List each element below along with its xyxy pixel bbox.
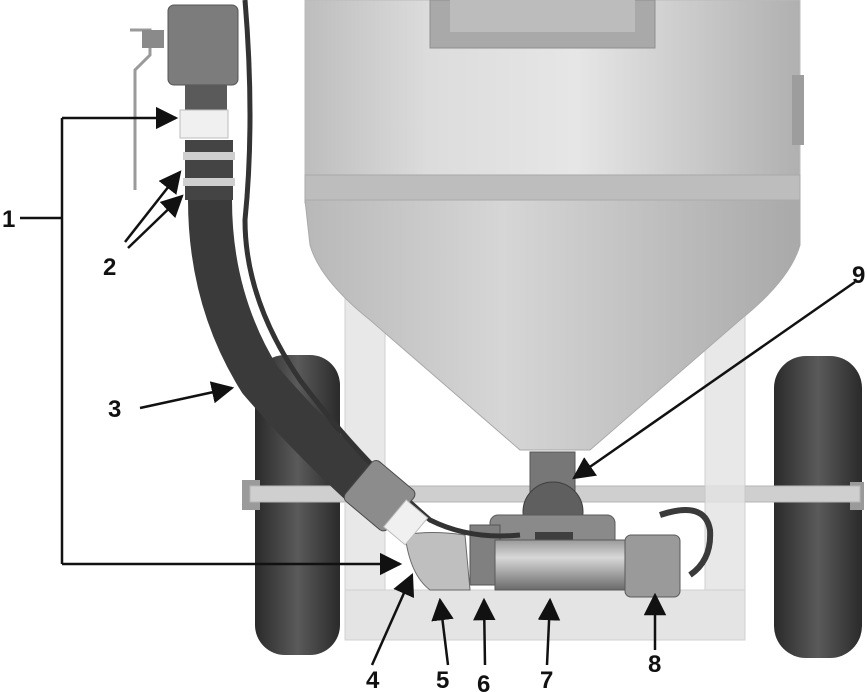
metering-valve-assembly [404,451,714,598]
callout-lines [20,106,856,666]
inlet-fitting [130,4,239,200]
pressure-tank [304,0,804,451]
control-line [242,0,521,539]
callout-9: 9 [852,262,865,289]
callout-5: 5 [436,667,449,692]
callout-7: 7 [540,667,553,692]
callout-6: 6 [477,671,490,692]
callout-4: 4 [366,667,380,692]
right-wheel [774,356,864,658]
hose-coupling [343,460,429,546]
blast-hose [188,199,405,527]
callout-2: 2 [103,254,116,281]
callout-8: 8 [648,651,661,678]
callout-3: 3 [108,396,121,423]
callout-1: 1 [2,206,15,233]
